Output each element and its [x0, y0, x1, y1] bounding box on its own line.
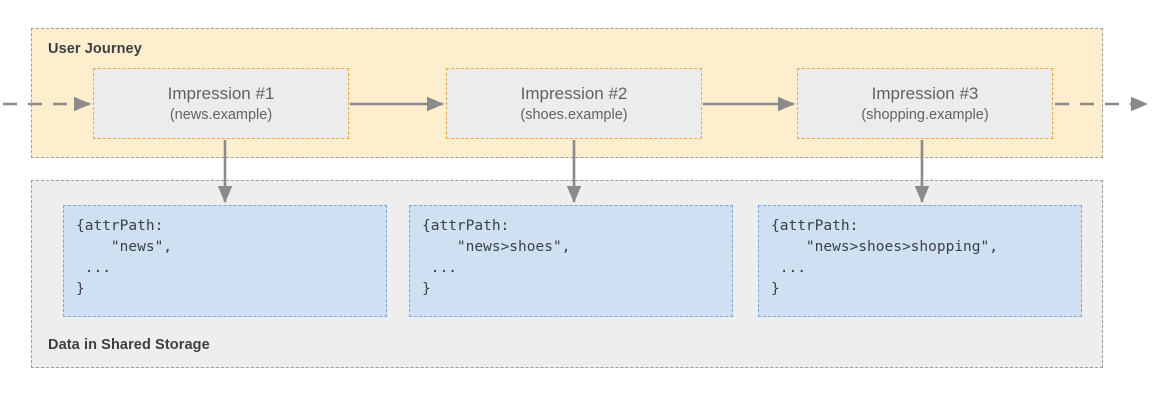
- impression-origin: (news.example): [169, 107, 273, 123]
- impression-title: Impression #1: [167, 84, 275, 103]
- impression-title: Impression #3: [871, 84, 979, 103]
- shared-storage-entry-code: {attrPath: "news>shoes", ... }: [422, 218, 571, 297]
- user-journey-lane-title: User Journey: [48, 41, 142, 57]
- impression-box-3: Impression #3 (shopping.example): [797, 68, 1053, 139]
- shared-storage-entry-1: {attrPath: "news", ... }: [63, 205, 387, 317]
- shared-storage-entry-code: {attrPath: "news>shoes>shopping", ... }: [771, 218, 998, 297]
- impression-origin: (shopping.example): [861, 107, 989, 123]
- impression-title: Impression #2: [520, 84, 628, 103]
- shared-storage-entry-code: {attrPath: "news", ... }: [76, 218, 173, 297]
- shared-storage-lane-title: Data in Shared Storage: [48, 337, 210, 353]
- impression-origin: (shoes.example): [520, 107, 628, 123]
- shared-storage-entry-2: {attrPath: "news>shoes", ... }: [409, 205, 733, 317]
- impression-box-1: Impression #1 (news.example): [93, 68, 349, 139]
- impression-box-2: Impression #2 (shoes.example): [446, 68, 702, 139]
- shared-storage-entry-3: {attrPath: "news>shoes>shopping", ... }: [758, 205, 1082, 317]
